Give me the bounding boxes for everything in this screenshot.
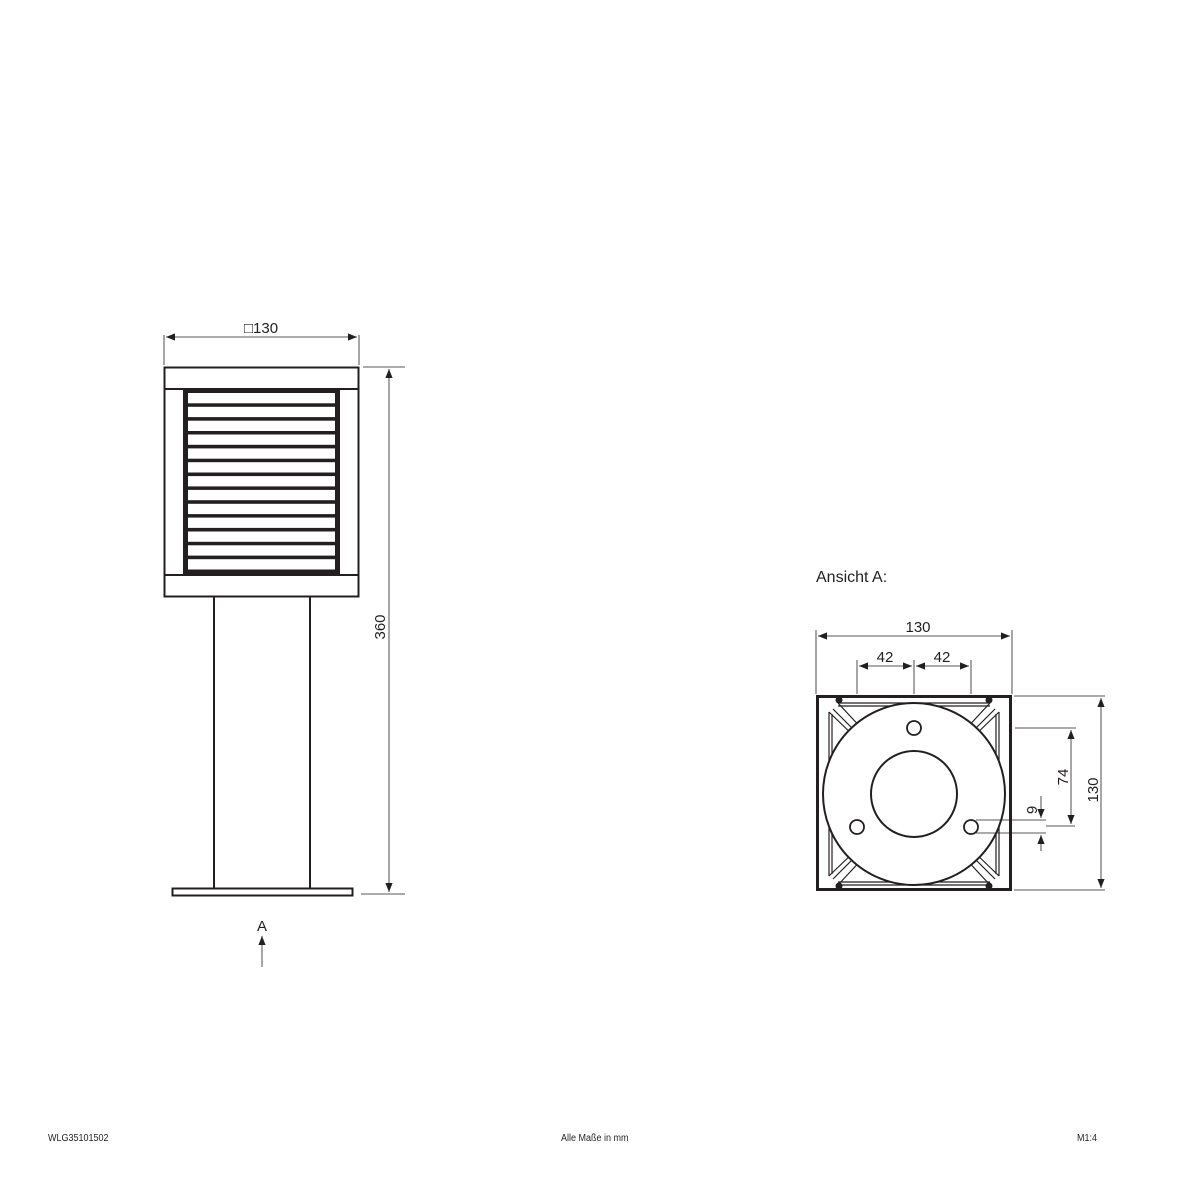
mounting-hole-left [849, 819, 865, 835]
hole-spacing-right-label: 42 [934, 649, 951, 666]
front-view [163, 333, 405, 967]
louver-slat [188, 448, 335, 459]
scale-label: M1:4 [1077, 1133, 1098, 1144]
hole-offset-label: 74 [1055, 769, 1072, 786]
hole-spacing-left-label: 42 [877, 649, 894, 666]
louver-slat [188, 489, 335, 501]
units-note: Alle Maße in mm [561, 1133, 629, 1144]
view-marker-label: A [257, 918, 267, 935]
base-plate [171, 887, 354, 897]
louver-slat [188, 434, 335, 445]
hole-diameter-label: 9 [1024, 806, 1041, 814]
louver-slat [188, 462, 335, 473]
mounting-flange [822, 702, 1006, 886]
louver-slat [188, 559, 335, 570]
louver-slat [188, 545, 335, 556]
bottom-view [815, 630, 1105, 891]
louver-slat [188, 393, 335, 404]
louver-slat [188, 406, 335, 418]
lamp-head [163, 366, 360, 598]
front-width-label: □130 [244, 320, 278, 337]
corner-screws [835, 696, 993, 890]
mounting-hole-top [906, 720, 922, 736]
mounting-hole-right [963, 819, 979, 835]
louver-slat [188, 420, 335, 431]
base-square [816, 695, 1012, 891]
bottom-view-title: Ansicht A: [816, 569, 887, 586]
cable-opening [870, 750, 958, 838]
louver-slat [188, 517, 335, 528]
article-number: WLG35101502 [48, 1133, 109, 1144]
louvers [188, 393, 335, 570]
bottom-height-label: 130 [1085, 777, 1102, 802]
louver-slat [188, 503, 335, 515]
bottom-width-label: 130 [905, 619, 930, 636]
louver-slat [188, 531, 335, 542]
front-height-label: 360 [372, 614, 389, 639]
louver-slat [188, 476, 335, 487]
